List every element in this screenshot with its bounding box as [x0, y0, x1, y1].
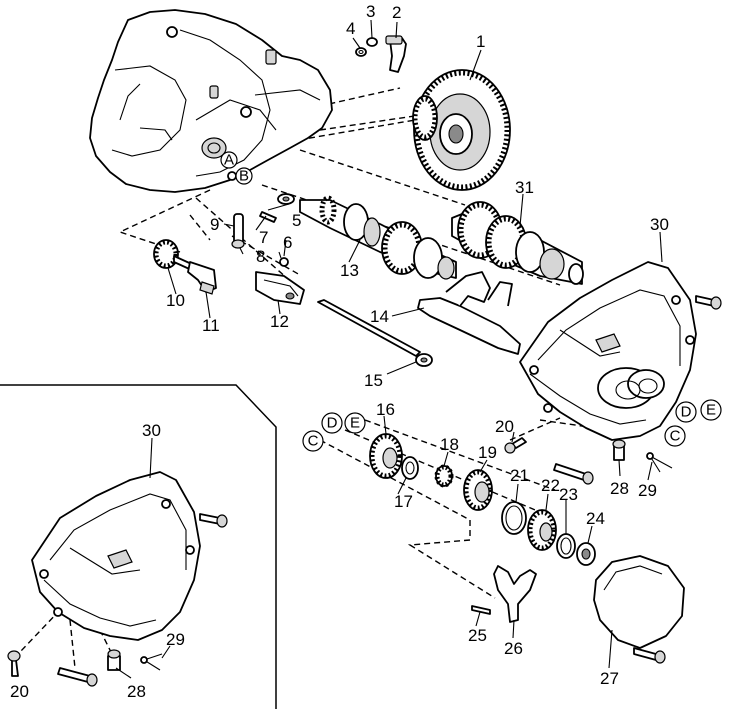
label-7: 7 [259, 228, 268, 247]
letter-marker-a: A [220, 151, 238, 169]
letter-marker-b: B [235, 167, 253, 185]
ring-23 [556, 533, 576, 559]
label-18: 18 [440, 435, 459, 454]
letter-marker-e-gears: E [344, 412, 366, 434]
svg-text:D: D [327, 415, 338, 432]
letter-marker-c-housing: C [664, 425, 686, 447]
pin-25 [471, 605, 491, 615]
label-25: 25 [468, 626, 487, 645]
label-13: 13 [340, 261, 359, 280]
inset-housing [31, 471, 201, 641]
label-27: 27 [600, 669, 619, 688]
label-4: 4 [346, 19, 355, 38]
label-22: 22 [541, 476, 560, 495]
shaft-pin-9 [231, 213, 245, 249]
svg-text:B: B [239, 168, 249, 185]
label-9: 9 [210, 215, 219, 234]
part-labels: 1 2 3 4 5 6 7 8 9 10 11 12 13 14 15 16 1… [10, 2, 669, 701]
label-6: 6 [283, 233, 292, 252]
small-seal-4 [355, 47, 367, 57]
cover-bolt [633, 647, 666, 664]
gear-19 [463, 469, 493, 511]
bolt-right-housing [553, 463, 594, 485]
shift-fork-14 [417, 271, 521, 355]
housing-bolt-top [695, 295, 722, 310]
label-12: 12 [270, 312, 289, 331]
bolt-20-right [504, 437, 527, 454]
inset-clip-29 [140, 653, 163, 671]
label-19: 19 [478, 443, 497, 462]
clip-29-right [646, 452, 673, 473]
inset-frame [0, 384, 277, 709]
inset-bolt-long [57, 667, 98, 687]
label-23: 23 [559, 485, 578, 504]
differential-gear [412, 69, 511, 191]
leader-lines [115, 19, 663, 679]
svg-text:C: C [308, 433, 319, 450]
label-16: 16 [376, 400, 395, 419]
inset-label-30: 30 [142, 421, 161, 440]
label-5: 5 [292, 211, 301, 230]
label-24: 24 [586, 509, 605, 528]
label-17: 17 [394, 492, 413, 511]
synchro-hub-22 [527, 509, 557, 551]
pin-7 [259, 211, 277, 223]
inset-label-28: 28 [127, 682, 146, 701]
plug-28-right [612, 439, 626, 461]
label-8: 8 [256, 247, 265, 266]
letter-marker-c-gears: C [302, 430, 324, 452]
svg-text:D: D [681, 404, 692, 421]
label-15: 15 [364, 371, 383, 390]
ring-21 [501, 501, 527, 535]
nut-24 [576, 542, 596, 566]
label-3: 3 [366, 2, 375, 21]
transmission-housing [89, 9, 333, 193]
label-30: 30 [650, 215, 669, 234]
shift-fork-26 [493, 565, 537, 623]
mainshaft [299, 195, 457, 280]
letter-marker-d-gears: D [321, 412, 343, 434]
washer-5 [277, 193, 295, 205]
end-cover-27 [593, 555, 685, 649]
breather-fitting [385, 35, 407, 73]
svg-text:C: C [670, 428, 681, 445]
label-21: 21 [510, 466, 529, 485]
selector-rod-15 [317, 299, 433, 367]
svg-text:A: A [224, 152, 234, 169]
inset-plug-28 [107, 649, 121, 671]
needle-bearing-18 [434, 464, 454, 488]
countershaft [451, 201, 584, 285]
end-housing [519, 261, 697, 441]
small-washer-3 [366, 37, 378, 47]
inset-housing-bolt [199, 513, 228, 528]
idler-bracket-11 [187, 261, 217, 295]
label-10: 10 [166, 291, 185, 310]
bearing-17 [401, 456, 419, 480]
label-26: 26 [504, 639, 523, 658]
label-20: 20 [495, 417, 514, 436]
letter-marker-d-housing: D [675, 401, 697, 423]
selector-bracket-12 [255, 271, 305, 305]
label-31: 31 [515, 178, 534, 197]
label-29: 29 [638, 481, 657, 500]
svg-text:E: E [350, 415, 360, 432]
bolt-6 [278, 251, 289, 267]
gear-16 [369, 433, 403, 479]
label-11: 11 [202, 316, 220, 335]
label-1: 1 [476, 32, 485, 51]
label-28: 28 [610, 479, 629, 498]
inset-bolt-20 [7, 650, 21, 677]
inset-label-29: 29 [166, 630, 185, 649]
label-14: 14 [370, 307, 389, 326]
label-2: 2 [392, 3, 401, 22]
letter-marker-e-housing: E [700, 399, 722, 421]
inset-label-20: 20 [10, 682, 29, 701]
svg-text:E: E [706, 402, 716, 419]
